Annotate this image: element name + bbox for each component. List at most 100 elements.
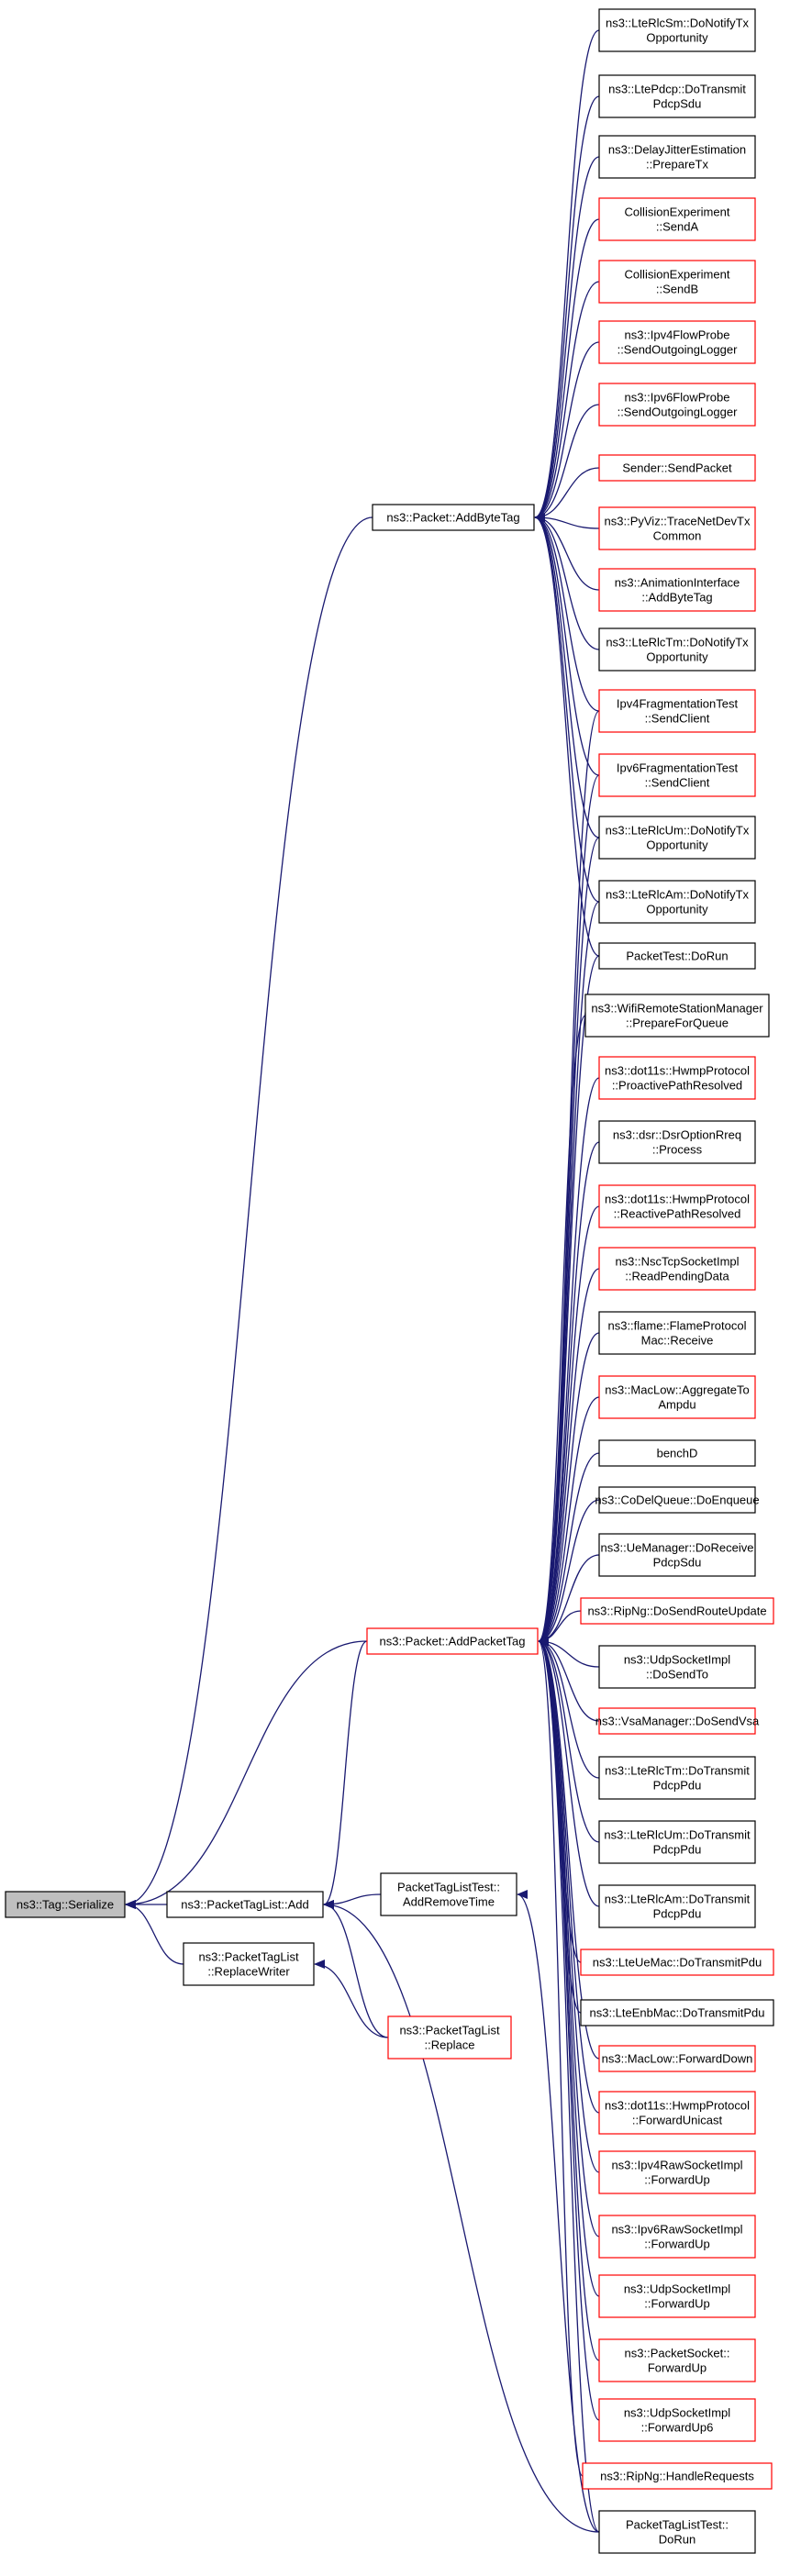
- edge-b3-to-add_byte_tag: [534, 156, 600, 522]
- node-p21[interactable]: ns3::Ipv4RawSocketImpl::ForwardUp: [598, 2150, 756, 2194]
- node-label: ::AddByteTag: [641, 591, 712, 605]
- node-b12[interactable]: Ipv4FragmentationTest::SendClient: [598, 689, 756, 733]
- node-b5[interactable]: CollisionExperiment::SendB: [598, 260, 756, 304]
- node-replace[interactable]: ns3::PacketTagList::Replace: [387, 2015, 512, 2060]
- node-label: ::SendOutgoingLogger: [618, 343, 738, 357]
- node-p11[interactable]: ns3::RipNg::DoSendRouteUpdate: [580, 1597, 774, 1625]
- node-box: [598, 1056, 756, 1100]
- edge-p22-to-add_packet_tag: [538, 1637, 600, 2237]
- node-label: Ipv4FragmentationTest: [617, 697, 739, 711]
- node-p5[interactable]: ns3::NscTcpSocketImpl::ReadPendingData: [598, 1247, 756, 1291]
- node-p20[interactable]: ns3::dot11s::HwmpProtocol::ForwardUnicas…: [598, 2091, 756, 2135]
- node-label: ::ForwardUp: [644, 2297, 710, 2311]
- node-label: ns3::LteEnbMac::DoTransmitPdu: [590, 2006, 765, 2020]
- node-add_byte_tag[interactable]: ns3::Packet::AddByteTag: [372, 504, 535, 531]
- node-box: [598, 568, 756, 612]
- node-box: [598, 689, 756, 733]
- node-tag_list_add[interactable]: ns3::PacketTagList::Add: [166, 1891, 324, 1918]
- edge-p3-to-add_packet_tag: [538, 1141, 600, 1646]
- node-b7[interactable]: ns3::Ipv6FlowProbe::SendOutgoingLogger: [598, 383, 756, 427]
- node-b10[interactable]: ns3::AnimationInterface::AddByteTag: [598, 568, 756, 612]
- node-p25[interactable]: ns3::UdpSocketImpl::ForwardUp6: [598, 2398, 756, 2442]
- node-b16[interactable]: PacketTest::DoRun: [598, 942, 756, 970]
- node-p1[interactable]: ns3::WifiRemoteStationManager::PrepareFo…: [584, 994, 770, 1038]
- node-label: ns3::MacLow::AggregateTo: [605, 1383, 750, 1397]
- node-b8[interactable]: Sender::SendPacket: [598, 454, 756, 482]
- node-p22[interactable]: ns3::Ipv6RawSocketImpl::ForwardUp: [598, 2215, 756, 2259]
- node-p9[interactable]: ns3::CoDelQueue::DoEnqueue: [595, 1486, 760, 1514]
- node-p8[interactable]: benchD: [598, 1439, 756, 1467]
- node-p23[interactable]: ns3::UdpSocketImpl::ForwardUp: [598, 2274, 756, 2318]
- node-p12[interactable]: ns3::UdpSocketImpl::DoSendTo: [598, 1645, 756, 1689]
- node-label: ns3::LteRlcUm::DoNotifyTx: [606, 824, 750, 838]
- node-label: ns3::dot11s::HwmpProtocol: [605, 2099, 750, 2113]
- node-p3[interactable]: ns3::dsr::DsrOptionRreq::Process: [598, 1120, 756, 1164]
- node-label: CollisionExperiment: [625, 205, 730, 219]
- edge-b5-to-add_byte_tag: [534, 281, 600, 522]
- edge-p14-to-add_packet_tag: [538, 1637, 600, 1779]
- node-b4[interactable]: CollisionExperiment::SendA: [598, 197, 756, 241]
- node-label: ::ForwardUp6: [641, 2421, 714, 2435]
- node-add_remove_time[interactable]: PacketTagListTest::AddRemoveTime: [380, 1872, 517, 1916]
- node-p18[interactable]: ns3::LteEnbMac::DoTransmitPdu: [580, 1999, 774, 2026]
- node-b13[interactable]: Ipv6FragmentationTest::SendClient: [598, 753, 756, 797]
- node-box: [580, 1999, 774, 2026]
- node-box: [598, 2510, 756, 2554]
- node-p26[interactable]: ns3::RipNg::HandleRequests: [582, 2462, 773, 2490]
- edge-add_packet_tag-to-tag_list_add: [323, 1640, 368, 1909]
- node-box: [598, 1439, 756, 1467]
- node-box: [166, 1891, 324, 1918]
- node-p13[interactable]: ns3::VsaManager::DoSendVsa: [595, 1707, 760, 1735]
- node-label: PdcpPdu: [653, 1843, 702, 1857]
- edge-p16-to-add_packet_tag: [538, 1637, 600, 1907]
- node-box: [598, 74, 756, 118]
- node-p19[interactable]: ns3::MacLow::ForwardDown: [598, 2045, 756, 2072]
- node-label: ns3::UeManager::DoReceive: [601, 1541, 754, 1555]
- edge-p2-to-add_packet_tag: [538, 1077, 600, 1646]
- node-label: ::PrepareForQueue: [626, 1016, 729, 1030]
- edge-b1-to-add_byte_tag: [534, 29, 600, 522]
- edge-b15-to-add_byte_tag: [534, 513, 600, 903]
- node-label: Sender::SendPacket: [622, 461, 732, 475]
- node-box: [598, 2091, 756, 2135]
- node-label: ns3::UdpSocketImpl: [624, 1653, 730, 1667]
- node-label: ::ForwardUp: [644, 2173, 710, 2187]
- node-label: AddRemoveTime: [403, 1895, 495, 1909]
- node-add_packet_tag[interactable]: ns3::Packet::AddPacketTag: [366, 1627, 539, 1655]
- node-box: [598, 880, 756, 924]
- edge-p1-to-add_packet_tag: [538, 1015, 586, 1646]
- node-box: [598, 1375, 756, 1419]
- node-label: PdcpPdu: [653, 1779, 702, 1793]
- node-p4[interactable]: ns3::dot11s::HwmpProtocol::ReactivePathR…: [598, 1184, 756, 1228]
- node-p2[interactable]: ns3::dot11s::HwmpProtocol::ProactivePath…: [598, 1056, 756, 1100]
- node-p24[interactable]: ns3::PacketSocket::ForwardUp: [598, 2338, 756, 2382]
- node-b6[interactable]: ns3::Ipv4FlowProbe::SendOutgoingLogger: [598, 320, 756, 364]
- node-label: ns3::flame::FlameProtocol: [607, 1319, 746, 1333]
- node-replace_writer[interactable]: ns3::PacketTagList::ReplaceWriter: [183, 1942, 315, 1986]
- node-label: ::ReactivePathResolved: [614, 1207, 741, 1221]
- node-box: [598, 2150, 756, 2194]
- node-box: [372, 504, 535, 531]
- edge-p9-to-add_packet_tag: [538, 1499, 600, 1646]
- node-b3[interactable]: ns3::DelayJitterEstimation::PrepareTx: [598, 135, 756, 179]
- node-do_run[interactable]: PacketTagListTest::DoRun: [598, 2510, 756, 2554]
- node-label: ::Replace: [425, 2038, 475, 2052]
- edge-b7-to-add_byte_tag: [534, 404, 600, 522]
- node-box: [598, 1184, 756, 1228]
- edge-p19-to-add_packet_tag: [538, 1637, 600, 2060]
- node-label: PacketTagListTest::: [397, 1881, 500, 1894]
- node-label: ns3::Tag::Serialize: [17, 1898, 114, 1912]
- node-p17[interactable]: ns3::LteUeMac::DoTransmitPdu: [580, 1949, 774, 1976]
